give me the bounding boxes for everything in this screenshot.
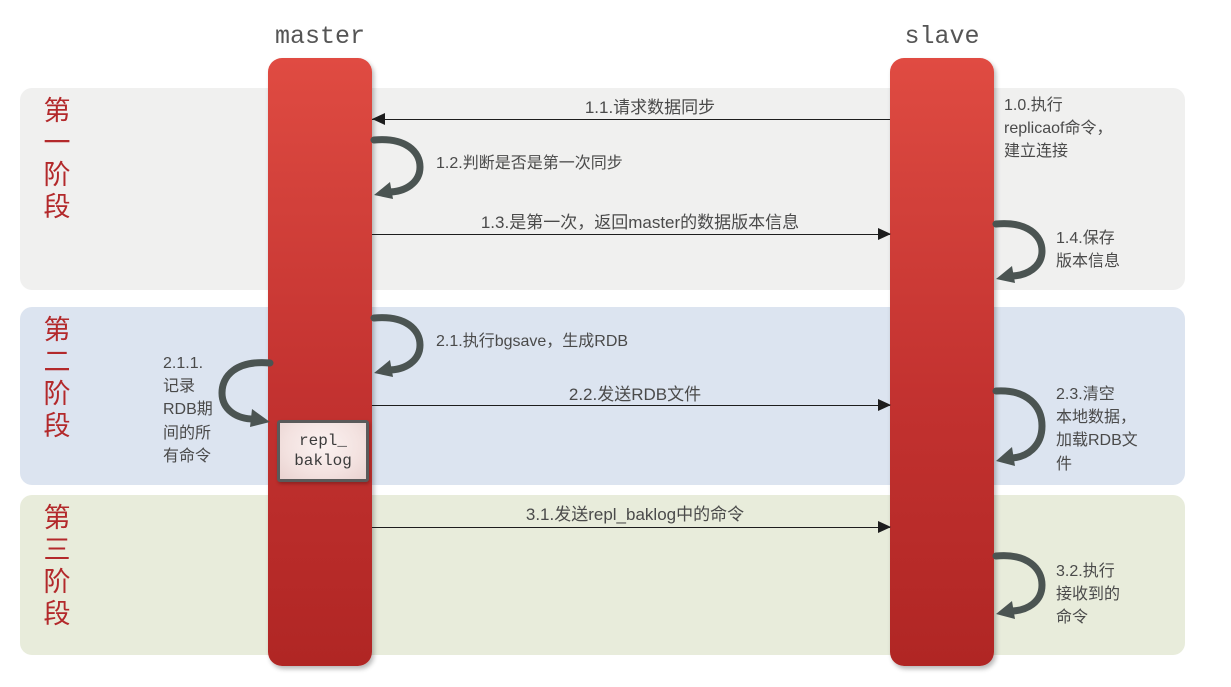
- self-action-note-3-2: 3.2.执行 接收到的 命令: [1056, 563, 1121, 627]
- stage-label-2: 第 二 阶 段: [43, 315, 71, 441]
- stage-label-1: 第 一 阶 段: [43, 96, 71, 222]
- message-label-3-1: 3.1.发送repl_baklog中的命令: [525, 505, 745, 524]
- self-loop-1-2: [370, 134, 428, 200]
- message-label-1-1: 1.1.请求数据同步: [584, 98, 716, 117]
- self-action-note-1-2: 1.2.判断是否是第一次同步: [436, 155, 623, 172]
- message-arrowhead-1-1: [372, 113, 385, 125]
- message-line-1-3: [372, 234, 890, 235]
- message-line-1-1: [372, 119, 890, 120]
- self-loop-2-3: [992, 385, 1050, 467]
- self-loop-2-1: [370, 312, 428, 378]
- self-action-note-1-4: 1.4.保存 版本信息: [1056, 230, 1121, 271]
- lifeline-slave: [890, 58, 994, 666]
- actor-label-master: master: [274, 22, 365, 51]
- message-line-2-2: [372, 405, 890, 406]
- message-arrowhead-3-1: [878, 521, 891, 533]
- message-arrowhead-2-2: [878, 399, 891, 411]
- repl-baklog-box: repl_ baklog: [277, 420, 369, 482]
- self-loop-1-4: [992, 218, 1050, 284]
- self-action-note-2-1: 2.1.执行bgsave，生成RDB: [436, 333, 629, 350]
- message-arrowhead-1-3: [878, 228, 891, 240]
- message-line-3-1: [372, 527, 890, 528]
- self-action-note-1-0: 1.0.执行 replicaof命令， 建立连接: [1004, 97, 1113, 161]
- stage-label-3: 第 三 阶 段: [43, 503, 71, 629]
- actor-label-slave: slave: [904, 22, 980, 51]
- self-loop-2-1-1: [212, 357, 274, 429]
- self-action-note-2-1-1: 2.1.1. 记录 RDB期 间的所 有命令: [163, 355, 213, 465]
- lifeline-master: [268, 58, 372, 666]
- message-label-1-3: 1.3.是第一次，返回master的数据版本信息: [480, 213, 800, 232]
- self-action-note-2-3: 2.3.清空 本地数据， 加载RDB文 件: [1056, 386, 1138, 473]
- self-loop-3-2: [992, 550, 1050, 620]
- message-label-2-2: 2.2.发送RDB文件: [568, 385, 702, 404]
